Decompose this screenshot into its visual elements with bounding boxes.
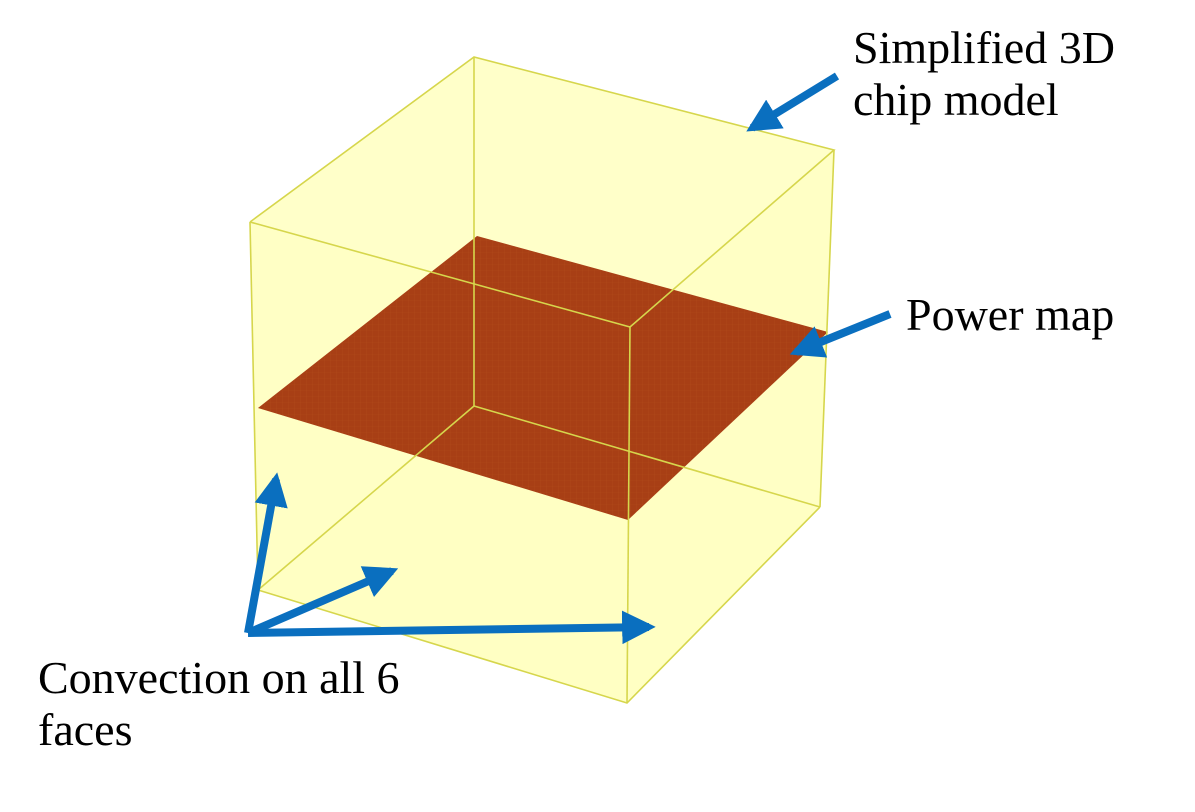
convection-arrow-bottom-face bbox=[246, 566, 399, 637]
convection-label-line1: Convection on all 6 bbox=[38, 652, 400, 703]
chip-model-label-line2: chip model bbox=[853, 74, 1059, 125]
power-map-arrow bbox=[789, 310, 892, 358]
convection-arrow-left-face bbox=[244, 472, 288, 634]
cube-front-right-face bbox=[627, 150, 834, 703]
power-map-label: Power map bbox=[906, 289, 1115, 340]
chip-model-label: Simplified 3D chip model bbox=[853, 22, 1115, 126]
power-map-plane bbox=[258, 236, 828, 520]
convection-label-line2: faces bbox=[38, 704, 133, 755]
chip-model-label-line1: Simplified 3D bbox=[853, 22, 1115, 73]
convection-arrow-front-face bbox=[247, 610, 656, 645]
convection-label: Convection on all 6 faces bbox=[38, 652, 400, 756]
cube-edges bbox=[249, 56, 836, 704]
chip-model-arrow bbox=[746, 72, 840, 132]
cube-top-face bbox=[250, 57, 834, 327]
annotation-arrows bbox=[244, 72, 892, 645]
